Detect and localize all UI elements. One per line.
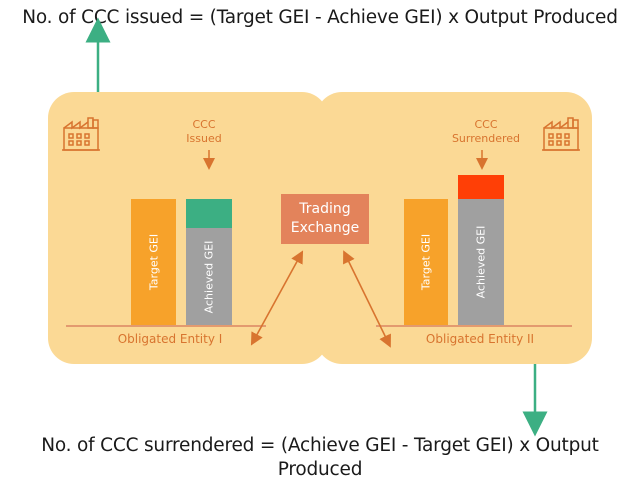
entity-2-exchange-arrow: [343, 250, 391, 348]
ccc-surrendered-formula: No. of CCC surrendered = (Achieve GEI - …: [41, 435, 599, 480]
ccc-surrendered-segment: [458, 175, 504, 199]
target-gei-bar-entity-1: Target GEI: [131, 199, 176, 325]
trading-exchange-line1: Trading: [299, 201, 351, 217]
ccc-surrendered-label-line2: Surrendered: [451, 132, 521, 145]
entity-1-name: Obligated Entity I: [117, 332, 223, 346]
ccc-issued-label-line2: Issued: [186, 132, 222, 145]
ccc-issued-segment: [186, 199, 232, 228]
entity-1-exchange-arrow: [250, 250, 304, 346]
factory-icon: [542, 117, 580, 151]
baseline-entity-2: [376, 325, 572, 327]
entity-2-name: Obligated Entity II: [425, 332, 535, 346]
ccc-issued-formula: No. of CCC issued = (Target GEI - Achiev…: [22, 7, 618, 28]
target-gei-bar-entity-2: Target GEI: [404, 199, 448, 325]
ccc-issued-label-line1: CCC: [192, 118, 216, 131]
achieved-gei-bar-entity-2: Achieved GEI: [458, 199, 504, 325]
trading-exchange-line2: Exchange: [290, 220, 360, 236]
factory-icon: [62, 117, 100, 151]
baseline-entity-1: [66, 325, 266, 327]
ccc-surrendered-label: CCC Surrendered: [440, 118, 532, 146]
ccc-issued-label: CCC Issued: [176, 118, 232, 146]
achieved-gei-bar-entity-1: Achieved GEI: [186, 228, 232, 325]
trading-exchange-box: Trading Exchange: [281, 194, 369, 244]
ccc-surrendered-label-line1: CCC: [474, 118, 498, 131]
